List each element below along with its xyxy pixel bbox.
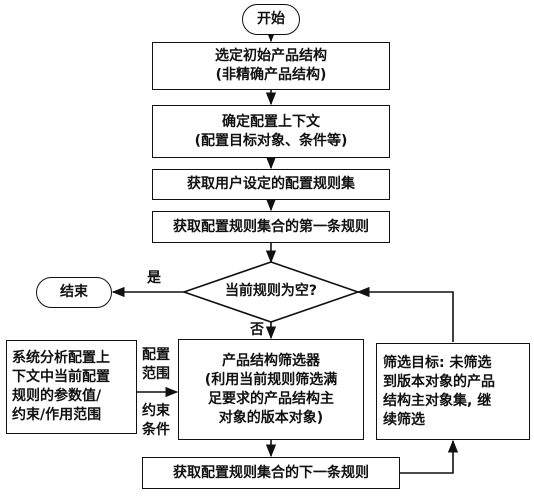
select-initial-structure-box: 选定初始产品结构 (非精确产品结构) (152, 42, 390, 90)
no-label: 否 (250, 322, 264, 338)
end-node: 结束 (36, 277, 112, 308)
yes-label: 是 (147, 270, 161, 286)
arrow-nextrule-to-target (400, 439, 459, 474)
get-rule-set-label: 获取用户设定的配置规则集 (187, 176, 355, 192)
arrow-target-to-decision (356, 286, 454, 342)
decision-diamond (181, 261, 361, 323)
get-rule-set-box: 获取用户设定的配置规则集 (152, 169, 390, 200)
filter-label: 产品结构筛选器 (利用当前规则筛选满 足要求的产品结构主 对象的版本对象) (204, 352, 338, 426)
determine-context-box: 确定配置上下文 (配置目标对象、条件等) (152, 105, 390, 158)
decision-label: 当前规则为空? (224, 283, 318, 299)
end-label: 结束 (60, 284, 88, 300)
filter-target-label: 筛选目标: 未筛选 到版本对象的产品 结构主对象集, 继 续筛选 (383, 354, 495, 428)
start-node: 开始 (242, 4, 300, 35)
config-scope-label: 配置 范围 (142, 347, 170, 382)
get-first-rule-box: 获取配置规则集合的第一条规则 (152, 211, 390, 243)
get-next-rule-box: 获取配置规则集合的下一条规则 (142, 457, 400, 489)
get-next-rule-label: 获取配置规则集合的下一条规则 (173, 464, 369, 481)
determine-context-label: 确定配置上下文 (配置目标对象、条件等) (194, 113, 348, 149)
select-initial-structure-label: 选定初始产品结构 (非精确产品结构) (215, 48, 327, 83)
context-analysis-box: 系统分析配置上 下文中当前配置 规则的参数值/ 约束/作用范围 (6, 340, 137, 434)
get-first-rule-label: 获取配置规则集合的第一条规则 (173, 218, 369, 235)
constraint-condition-label: 约束 条件 (142, 403, 170, 438)
filter-box: 产品结构筛选器 (利用当前规则筛选满 足要求的产品结构主 对象的版本对象) (178, 339, 364, 440)
context-analysis-label: 系统分析配置上 下文中当前配置 规则的参数值/ 约束/作用范围 (12, 350, 110, 423)
filter-target-box: 筛选目标: 未筛选 到版本对象的产品 结构主对象集, 继 续筛选 (376, 343, 530, 440)
start-label: 开始 (257, 11, 285, 27)
